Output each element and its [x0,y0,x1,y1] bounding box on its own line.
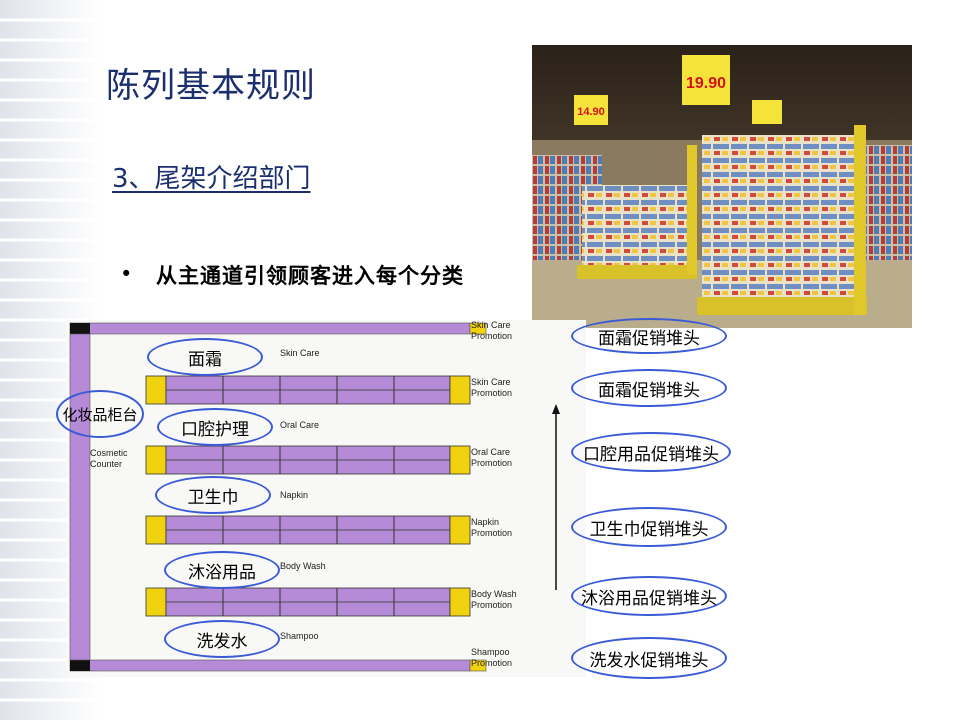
aisle-label-4: Body Wash [280,561,326,571]
aisle-label-1: Skin Care [280,348,320,358]
gondola-3 [145,515,471,545]
bullet-text: 从主通道引领顾客进入每个分类 [156,264,464,288]
gondola-1 [145,375,471,405]
bullet-dot: • [120,262,133,286]
gondola-2 [145,445,471,475]
price-sign-2: 14.90 [577,106,605,118]
oval-cosmetic-counter: 化妆品柜台 [56,390,144,438]
oval-skin-care: 面霜 [147,338,263,376]
oval-promo-2: 面霜促销堆头 [571,369,727,407]
oval-promo-5: 沐浴用品促销堆头 [571,576,727,616]
flow-arrow-icon [552,404,560,590]
oval-napkin: 卫生巾 [155,476,271,514]
price-sign-1: 19.90 [686,75,726,92]
slide-subtitle: 3、尾架介绍部门 [112,164,311,194]
oval-promo-1: 面霜促销堆头 [571,318,727,354]
aisle-label-3: Napkin [280,490,309,500]
store-photo: 19.90 14.90 [532,45,912,328]
oval-promo-3: 口腔用品促销堆头 [571,432,731,472]
oval-oral-care: 口腔护理 [157,408,273,446]
aisle-label-5: Shampoo [280,631,319,641]
oval-promo-4: 卫生巾促销堆头 [571,507,727,547]
oval-shampoo: 洗发水 [164,620,280,658]
aisle-label-2: Oral Care [280,420,320,430]
slide-title: 陈列基本规则 [106,66,316,106]
oval-body-wash: 沐浴用品 [164,551,280,589]
oval-promo-6: 洗发水促销堆头 [571,637,727,679]
floor-plan-shapes [66,320,586,677]
store-photo-illustration: 19.90 14.90 [532,45,912,328]
gondola-4 [145,587,471,617]
